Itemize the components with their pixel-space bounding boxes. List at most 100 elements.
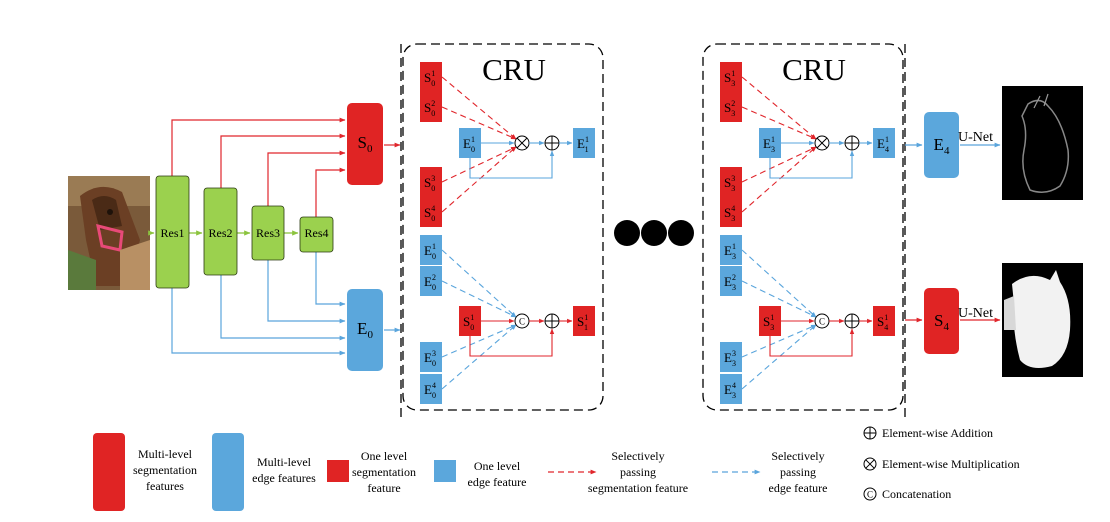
- res3-label: Res3: [256, 226, 280, 240]
- cru-title: CRU: [482, 52, 546, 87]
- concat-op: C: [514, 313, 530, 329]
- e0-block: E0: [347, 289, 383, 371]
- svg-text:E4: E4: [934, 135, 950, 157]
- svg-text:S30: S30: [424, 174, 435, 193]
- legend-multi-edge: Multi-level edge features: [212, 433, 316, 511]
- svg-text:E20: E20: [424, 273, 436, 292]
- svg-text:Element-wise Addition: Element-wise Addition: [882, 426, 993, 440]
- res2-label: Res2: [209, 226, 233, 240]
- svg-text:E13: E13: [724, 242, 736, 261]
- svg-text:Concatenation: Concatenation: [882, 487, 951, 501]
- svg-text:features: features: [146, 479, 184, 493]
- svg-text:S40: S40: [424, 204, 435, 223]
- legend-one-seg: One level segmentation feature: [327, 449, 416, 495]
- add-op-top: [844, 135, 860, 151]
- svg-text:One level: One level: [474, 459, 521, 473]
- svg-text:E30: E30: [424, 349, 436, 368]
- svg-text:S13: S13: [763, 313, 774, 332]
- decoder: E4 S4 U-Net U-Net: [905, 86, 1083, 377]
- svg-text:S0: S0: [358, 133, 373, 155]
- svg-text:S11: S11: [577, 313, 588, 332]
- encoder: Res1 Res2 Res3 Res4 S0 E0: [148, 103, 401, 371]
- svg-text:E43: E43: [724, 381, 736, 400]
- svg-text:C: C: [867, 490, 873, 500]
- svg-text:S13: S13: [724, 69, 735, 88]
- cru-border: [702, 43, 904, 411]
- s4-block: S4: [924, 288, 959, 354]
- svg-text:Multi-level: Multi-level: [138, 447, 193, 461]
- add-op-bottom: [544, 313, 560, 329]
- s0-block: S0: [347, 103, 383, 185]
- svg-text:feature: feature: [367, 481, 400, 495]
- legend-mul: Element-wise Multiplication: [863, 457, 1020, 471]
- svg-text:One level: One level: [361, 449, 408, 463]
- legend-multi-seg: Multi-level segmentation features: [93, 433, 197, 511]
- svg-text:Selectively: Selectively: [611, 449, 664, 463]
- legend-pass-edge: Selectively passing edge feature: [712, 449, 827, 495]
- svg-text:E23: E23: [724, 273, 736, 292]
- svg-text:passing: passing: [620, 465, 656, 479]
- svg-text:E0: E0: [357, 319, 373, 341]
- svg-text:S23: S23: [724, 99, 735, 118]
- res2-block: Res2: [203, 187, 238, 276]
- cru-title: CRU: [782, 52, 846, 87]
- e4-block: E4: [924, 112, 959, 178]
- svg-text:S10: S10: [463, 313, 474, 332]
- svg-text:E33: E33: [724, 349, 736, 368]
- segmentation-output-image: [1002, 263, 1083, 377]
- input-horse-image: [68, 176, 150, 290]
- svg-text:C: C: [819, 317, 825, 327]
- unet-label-seg: U-Net: [958, 306, 993, 321]
- svg-text:E10: E10: [424, 242, 436, 261]
- res3-block: Res3: [251, 205, 285, 261]
- legend-pass-seg: Selectively passing segmentation feature: [548, 449, 688, 495]
- unet-label-edge: U-Net: [958, 130, 993, 145]
- legend-concat: C Concatenation: [863, 487, 951, 501]
- svg-text:segmentation: segmentation: [133, 463, 197, 477]
- res1-label: Res1: [161, 226, 185, 240]
- svg-text:segmentation: segmentation: [352, 465, 416, 479]
- multiply-op: [514, 135, 530, 151]
- svg-text:S4: S4: [934, 311, 949, 333]
- svg-text:S20: S20: [424, 99, 435, 118]
- svg-text:E14: E14: [877, 135, 889, 154]
- svg-text:C: C: [519, 317, 525, 327]
- svg-text:E40: E40: [424, 381, 436, 400]
- svg-text:Multi-level: Multi-level: [257, 455, 312, 469]
- svg-text:S14: S14: [877, 313, 888, 332]
- concat-op: C: [814, 313, 830, 329]
- svg-text:S43: S43: [724, 204, 735, 223]
- res1-block: Res1: [155, 175, 190, 289]
- svg-text:S33: S33: [724, 174, 735, 193]
- svg-text:E10: E10: [463, 135, 475, 154]
- res4-block: Res4: [299, 216, 334, 253]
- svg-text:S10: S10: [424, 69, 435, 88]
- svg-text:edge feature: edge feature: [769, 481, 828, 495]
- svg-text:Element-wise Multiplication: Element-wise Multiplication: [882, 457, 1020, 471]
- add-op-bottom: [844, 313, 860, 329]
- legend-add: Element-wise Addition: [863, 426, 993, 440]
